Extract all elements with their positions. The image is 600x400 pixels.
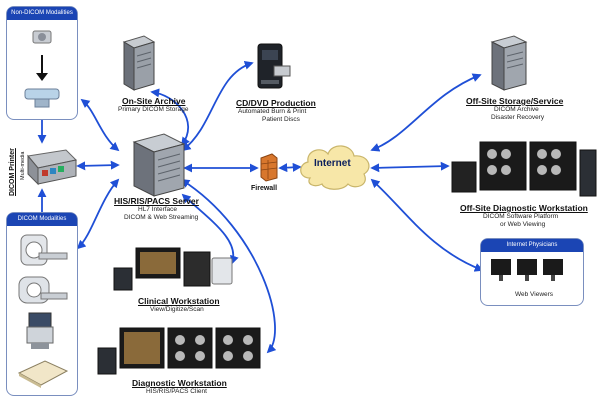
pacs-server-icon (132, 133, 186, 197)
nondicom-header (7, 7, 77, 20)
server-sub1: HL7 Interface (138, 206, 178, 213)
diagnostic-ws-title: Diagnostic Workstation (132, 378, 227, 388)
arrow-internet-offsite-storage (370, 73, 482, 152)
arrow-server-printer (76, 160, 120, 171)
clinical-ws-sub: View/Digitize/Scan (150, 306, 204, 313)
arrow-firewall-internet (278, 162, 302, 173)
offsite-diag-title: Off-Site Diagnostic Workstation (460, 203, 588, 213)
nondicom-title: Non-DICOM Modalities (11, 10, 73, 16)
clinical-workstation-icon (113, 247, 233, 291)
xray-device-icon (24, 30, 60, 108)
offsite-storage-title: Off-Site Storage/Service (466, 96, 564, 106)
internet-cloud-icon (300, 145, 370, 190)
mri-scanner-icon (18, 276, 68, 304)
ct-scanner-icon (20, 234, 68, 266)
onsite-archive-server-icon (122, 35, 156, 91)
dicom-modalities-title: DICOM Modalities (17, 216, 67, 222)
clinical-ws-title: Clinical Workstation (138, 296, 220, 306)
ultrasound-icon (26, 312, 54, 349)
onsite-archive-sub: Primary DICOM Storage (118, 106, 189, 113)
offsite-storage-sub1: DICOM Archive (494, 106, 539, 113)
cd-dvd-sub2: Patient Discs (262, 116, 300, 123)
offsite-diag-workstation-icon (451, 141, 597, 197)
dicom-modalities-panel: DICOM Modalities (6, 212, 78, 396)
arrow-server-diagnostic-ws (180, 179, 277, 354)
web-viewer-monitors-icon (491, 259, 563, 281)
firewall-label: Firewall (251, 185, 278, 192)
arrow-server-cd-dvd (181, 60, 254, 152)
internet-label: Internet (314, 158, 351, 169)
internet-physicians-panel: Internet Physicians Web Viewers (480, 238, 584, 306)
offsite-storage-server-icon (490, 35, 528, 91)
arrow-server-dicom-modalities (76, 178, 120, 250)
dicom-modalities-header (7, 213, 77, 226)
server-sub2: DICOM & Web Streaming (124, 214, 199, 221)
offsite-diag-sub2: or Web Viewing (500, 221, 546, 228)
printer-icon (27, 149, 78, 186)
cd-dvd-title: CD/DVD Production (236, 98, 316, 108)
arrow-server-nondicom (80, 98, 120, 152)
server-title: HIS/RIS/PACS Server (114, 196, 199, 206)
diagnostic-workstation-icon (97, 327, 261, 375)
firewall-icon (260, 153, 278, 182)
offsite-storage-sub2: Disaster Recovery (491, 114, 545, 121)
arrow-internet-physicians (370, 178, 484, 272)
internet-physicians-header (481, 239, 583, 252)
arrow-internet-offsite-diag (370, 161, 450, 173)
disc-publisher-icon (257, 43, 291, 89)
onsite-archive-title: On-Site Archive (122, 96, 186, 106)
cd-dvd-sub1: Automated Burn & Print (238, 108, 307, 115)
nondicom-modalities-panel: Non-DICOM Modalities (6, 6, 78, 120)
offsite-diag-sub1: DICOM Software Platform (483, 213, 559, 220)
film-digitizer-icon (17, 360, 69, 388)
internet-physicians-title: Internet Physicians (506, 242, 558, 248)
internet-physicians-sub: Web Viewers (515, 291, 554, 298)
diagnostic-ws-sub: HIS/RIS/PACS Client (146, 388, 207, 395)
